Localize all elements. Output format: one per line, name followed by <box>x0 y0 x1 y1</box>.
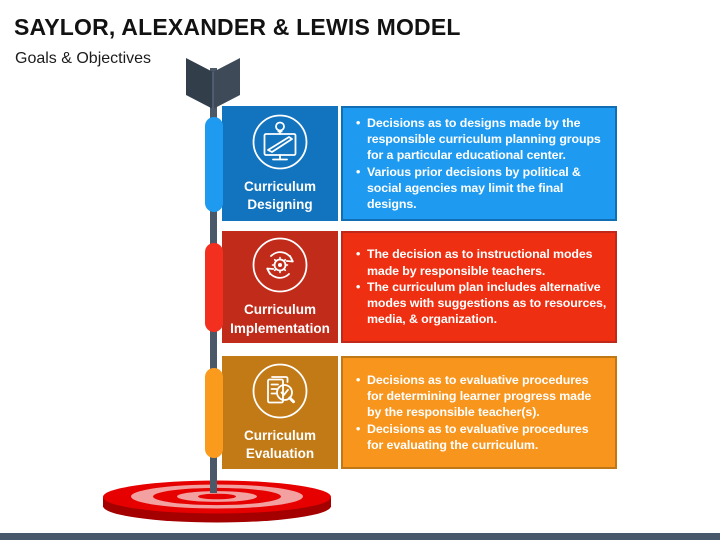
process-cycle-icon <box>252 237 308 293</box>
bullseye-target-icon <box>103 480 331 523</box>
bullet-list: Decisions as to designs made by the resp… <box>356 115 607 213</box>
bullet-item: Decisions as to evaluative procedures fo… <box>356 421 607 454</box>
capsule-marker-evaluation <box>205 368 223 458</box>
bullet-item: Decisions as to evaluative procedures fo… <box>356 372 607 421</box>
bullet-item: Decisions as to designs made by the resp… <box>356 115 607 164</box>
label-panel-evaluation: Curriculum Evaluation <box>222 356 338 469</box>
evaluation-check-icon <box>252 363 308 419</box>
label-panel-implementation: Curriculum Implementation <box>222 231 338 343</box>
bullet-list: Decisions as to evaluative procedures fo… <box>356 372 607 453</box>
page-title: SAYLOR, ALEXANDER & LEWIS MODEL <box>14 14 461 40</box>
capsule-marker-implementation <box>205 243 223 332</box>
row-label: Curriculum Implementation <box>230 302 330 336</box>
bullet-item: Various prior decisions by political & s… <box>356 164 607 213</box>
label-panel-designing: Curriculum Designing <box>222 106 338 221</box>
monitor-design-icon <box>252 114 308 170</box>
page-subtitle: Goals & Objectives <box>15 50 152 67</box>
row-label: Curriculum Designing <box>243 178 316 212</box>
footer-accent-bar <box>0 533 720 540</box>
textbox-designing: Decisions as to designs made by the resp… <box>341 106 617 221</box>
bullet-item: The curriculum plan includes alternative… <box>356 279 607 328</box>
textbox-implementation: The decision as to instructional modes m… <box>341 231 617 343</box>
bullet-list: The decision as to instructional modes m… <box>356 246 607 327</box>
dart-fletching-icon <box>186 58 240 109</box>
bullet-item: The decision as to instructional modes m… <box>356 246 607 279</box>
row-label: Curriculum Evaluation <box>243 427 316 461</box>
capsule-marker-designing <box>205 117 223 212</box>
textbox-evaluation: Decisions as to evaluative procedures fo… <box>341 356 617 469</box>
